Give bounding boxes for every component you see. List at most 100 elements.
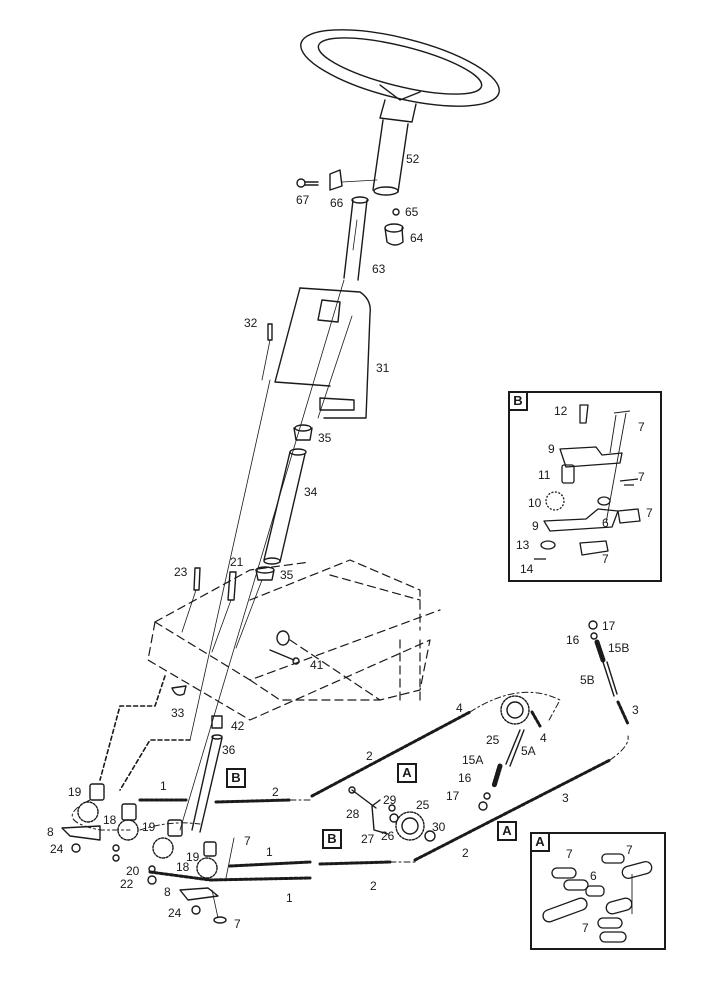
part-label: 65 — [405, 205, 419, 219]
frame — [147, 559, 441, 721]
part-label: 33 — [171, 706, 185, 720]
part-label: 16 — [458, 771, 472, 785]
bushing-19c — [167, 819, 183, 837]
part-label: 67 — [296, 193, 310, 207]
chain-2-b — [310, 710, 472, 798]
part-label: 31 — [376, 361, 390, 375]
part-label: 25 — [486, 733, 500, 747]
part-label: 18 — [176, 860, 190, 874]
steering-wheel — [300, 29, 500, 123]
part-label: 7 — [244, 834, 251, 848]
part-label: 35 — [280, 568, 294, 582]
clip-33 — [171, 685, 187, 696]
chain-2-c — [318, 860, 392, 866]
part-label: 23 — [174, 565, 188, 579]
bushing-19d — [203, 841, 217, 857]
rod-5a — [505, 729, 525, 767]
bolt-67 — [296, 178, 319, 188]
inset-a-part-label: 6 — [590, 869, 597, 883]
shaft-36 — [191, 734, 223, 833]
part-label: 27 — [361, 832, 375, 846]
sprocket-18c — [152, 837, 174, 859]
part-label: 1 — [160, 779, 167, 793]
inset-b-part-label: 7 — [638, 470, 645, 484]
bushing-42 — [211, 715, 223, 729]
part-label: 64 — [410, 231, 424, 245]
part-label: 36 — [222, 743, 236, 757]
inset-a-drawing — [542, 853, 653, 943]
inset-detail-a: A 7 7 6 7 — [530, 832, 666, 950]
bushing-19b — [121, 803, 137, 821]
inset-a-title: A — [530, 832, 550, 852]
inset-b-part-label: 10 — [528, 496, 542, 510]
clamp-66 — [329, 169, 343, 191]
plate-8a — [61, 825, 101, 841]
part-label: 19 — [142, 820, 156, 834]
inset-detail-b: B 12 7 9 11 10 7 6 7 9 13 7 14 — [508, 391, 662, 582]
inset-b-drawing — [534, 404, 641, 560]
part-label: 17 — [446, 789, 460, 803]
part-label: 42 — [231, 719, 245, 733]
part-label: 34 — [304, 485, 318, 499]
callout-a-lower: A — [497, 821, 517, 841]
part-label: 22 — [120, 877, 134, 891]
part-label: 16 — [566, 633, 580, 647]
inset-b-part-label: 12 — [554, 404, 568, 418]
bushing-35-upper — [293, 424, 313, 441]
inset-b-part-label: 6 — [602, 516, 609, 530]
part-label: 35 — [318, 431, 332, 445]
inset-b-part-label: 7 — [638, 420, 645, 434]
sprocket-25-upper — [500, 695, 530, 725]
chain-3-vertical — [616, 700, 630, 726]
part-label: 7 — [234, 917, 241, 931]
part-label: 24 — [168, 906, 182, 920]
inset-b-part-label: 14 — [520, 562, 534, 576]
bolt-21 — [211, 571, 237, 653]
inset-b-title: B — [508, 391, 528, 411]
chain-2-a — [214, 798, 292, 804]
sprocket-25-lower — [395, 811, 425, 841]
bracket-27 — [371, 799, 389, 835]
part-label: 41 — [310, 658, 324, 672]
inset-b-part-label: 9 — [548, 442, 555, 456]
part-label: 3 — [632, 703, 639, 717]
tube-63 — [343, 196, 369, 281]
sprocket-18a — [77, 801, 99, 823]
chain-3 — [413, 758, 612, 862]
chain-1-lower — [148, 870, 312, 882]
sprocket-18d — [196, 857, 218, 879]
part-label: 1 — [266, 845, 273, 859]
tube-34 — [263, 448, 307, 565]
bolt-41 — [269, 649, 300, 665]
part-label: 24 — [50, 842, 64, 856]
spring-15b — [594, 639, 606, 663]
part-label: 19 — [68, 785, 82, 799]
bolt-28 — [348, 786, 377, 809]
part-label: 4 — [540, 731, 547, 745]
part-label: 15A — [462, 753, 484, 767]
rod-5b — [602, 661, 618, 697]
callout-a-upper: A — [397, 763, 417, 783]
part-label: 8 — [47, 825, 54, 839]
part-label: 20 — [126, 864, 140, 878]
part-label: 2 — [370, 879, 377, 893]
bracket-31 — [274, 287, 371, 419]
part-label: 63 — [372, 262, 386, 276]
part-label: 2 — [366, 749, 373, 763]
part-label: 3 — [562, 791, 569, 805]
inset-a-part-label: 7 — [582, 921, 589, 935]
inset-b-part-label: 13 — [516, 538, 530, 552]
part-label: 15B — [608, 641, 630, 655]
bushing-19a — [89, 783, 105, 801]
inset-b-part-label: 7 — [646, 506, 653, 520]
inset-b-part-label: 9 — [532, 519, 539, 533]
plate-8b — [179, 887, 219, 901]
bushing-64 — [384, 223, 404, 246]
part-label: 28 — [346, 807, 360, 821]
callout-b-upper: B — [226, 768, 246, 788]
part-label: 26 — [381, 829, 395, 843]
part-label: 17 — [602, 619, 616, 633]
spring-15a — [491, 763, 503, 789]
chain-4 — [530, 710, 542, 728]
